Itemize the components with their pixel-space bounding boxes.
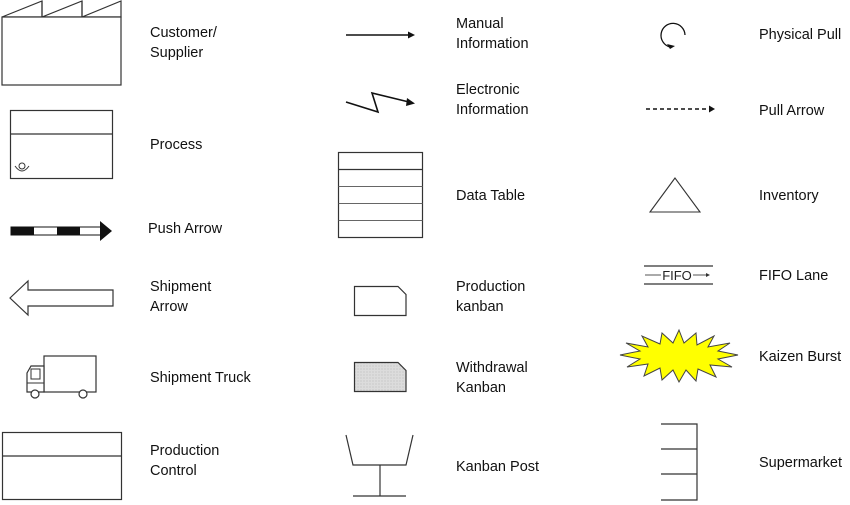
production-control-label: Production Control [150, 443, 220, 479]
manual-information-label: Manual Information [456, 16, 529, 52]
data-table-label: Data Table [456, 188, 526, 204]
supermarket-icon [660, 423, 700, 503]
production-kanban-label: Production kanban [456, 279, 526, 315]
kaizen-burst-icon [618, 328, 740, 384]
kanban-post-icon [345, 434, 415, 498]
kanban-post-label: Kanban Post [456, 459, 540, 475]
physical-pull-label: Physical Pull [759, 27, 842, 43]
withdrawal-kanban-label: Withdrawal Kanban [456, 360, 528, 396]
inventory-label: Inventory [759, 188, 819, 204]
customer-supplier-label: Customer/ Supplier [150, 25, 217, 61]
process-icon [9, 109, 114, 180]
pull-arrow-icon [645, 103, 717, 115]
fifo-lane-icon: FIFO [643, 265, 715, 287]
fifo-lane-label: FIFO Lane [759, 268, 829, 284]
fifo-lane-icon-text: FIFO [662, 268, 692, 283]
push-arrow-icon [10, 218, 114, 244]
customer-supplier-icon [0, 0, 125, 88]
shipment-arrow-icon [8, 279, 116, 317]
electronic-information-label: Electronic Information [456, 82, 529, 118]
shipment-arrow-label: Shipment Arrow [150, 279, 212, 315]
production-kanban-icon [353, 285, 408, 318]
physical-pull-icon [660, 21, 690, 51]
electronic-information-icon [345, 88, 417, 114]
pull-arrow-label: Pull Arrow [759, 103, 825, 119]
withdrawal-kanban-icon [353, 361, 408, 394]
kaizen-burst-label: Kaizen Burst [759, 349, 842, 365]
manual-information-icon [345, 28, 417, 42]
supermarket-label: Supermarket [759, 455, 843, 471]
inventory-icon [648, 177, 703, 215]
production-control-icon [1, 431, 124, 502]
process-label: Process [150, 137, 203, 153]
data-table-icon [337, 151, 424, 240]
shipment-truck-label: Shipment Truck [150, 370, 251, 386]
shipment-truck-icon [25, 355, 99, 401]
push-arrow-label: Push Arrow [148, 221, 223, 237]
